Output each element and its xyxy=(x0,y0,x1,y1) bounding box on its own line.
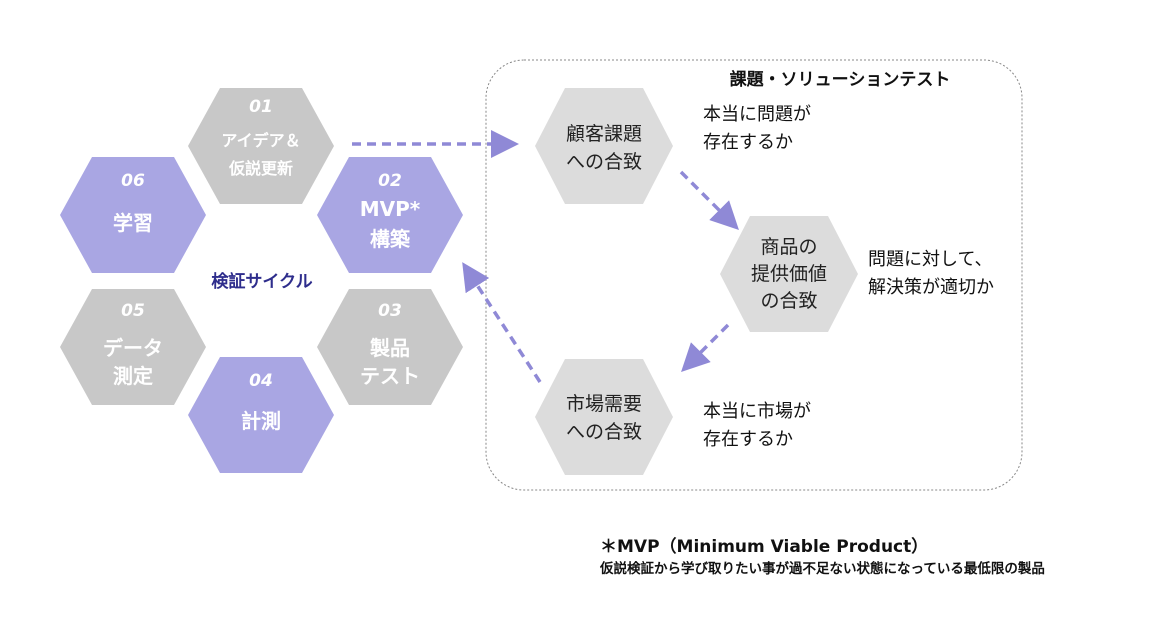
hexagon-shape xyxy=(60,289,206,405)
arrow-back-to-build xyxy=(462,262,542,383)
cycle-step-02: 02 MVP* 構築 xyxy=(317,157,463,273)
test-item-value-proposition: 商品の 提供価値 の合致 xyxy=(720,216,858,332)
test-note-line: 本当に問題が xyxy=(703,104,811,125)
hexagon-shape xyxy=(188,357,334,473)
step-label-line: 学習 xyxy=(113,211,153,235)
test-note-line: 解決策が適切か xyxy=(868,277,994,298)
test-note-line: 存在するか xyxy=(703,132,793,153)
hex-text-line: への合致 xyxy=(566,151,642,173)
footnote-title: ＊MVP（Minimum Viable Product） xyxy=(600,536,928,557)
hexagon-shape xyxy=(317,157,463,273)
test-note-line: 本当に市場が xyxy=(703,401,811,422)
step-label-line: テスト xyxy=(360,364,420,388)
step-label-line: 製品 xyxy=(370,336,410,360)
test-item-customer-problem: 顧客課題 への合致 xyxy=(535,88,673,204)
footnote-description: 仮説検証から学び取りたい事が過不足ない状態になっている最低限の製品 xyxy=(599,560,1045,577)
hexagon-shape xyxy=(317,289,463,405)
hex-text-line: への合致 xyxy=(566,421,642,443)
test-note-line: 問題に対して、 xyxy=(868,249,993,270)
test-box-title: 課題・ソリューションテスト xyxy=(730,69,951,90)
hexagon-shape xyxy=(60,157,206,273)
step-label-line: MVP* xyxy=(360,197,421,221)
hex-text-line: 市場需要 xyxy=(566,393,642,415)
step-label-line: 構築 xyxy=(370,227,411,251)
cycle-step-06: 06 学習 xyxy=(60,157,206,273)
cycle-center-label: 検証サイクル xyxy=(211,271,312,292)
step-number: 03 xyxy=(378,301,402,321)
cycle-step-03: 03 製品 テスト xyxy=(317,289,463,405)
arrow-problem-to-value xyxy=(679,170,739,230)
cycle-step-04: 04 計測 xyxy=(188,357,334,473)
hex-text-line: 商品の xyxy=(760,236,817,258)
hexagon-shape xyxy=(188,88,334,204)
test-note-line: 存在するか xyxy=(703,429,793,450)
hexagon-shape xyxy=(535,88,673,204)
hex-text-line: の合致 xyxy=(760,290,817,312)
step-label-line: 計測 xyxy=(241,409,281,433)
step-label-line: 測定 xyxy=(113,364,153,388)
step-label-line: データ xyxy=(103,336,163,360)
step-number: 05 xyxy=(121,301,145,321)
test-item-market-demand: 市場需要 への合致 xyxy=(535,359,673,475)
step-number: 02 xyxy=(378,171,402,191)
step-number: 01 xyxy=(249,97,273,117)
hexagon-shape xyxy=(535,359,673,475)
step-label-line: 仮説更新 xyxy=(228,159,293,178)
hexagon-shape xyxy=(720,216,858,332)
step-number: 04 xyxy=(249,371,273,391)
step-label-line: アイデア＆ xyxy=(221,131,300,150)
cycle-step-01: 01 アイデア＆ 仮説更新 xyxy=(188,88,334,204)
hex-text-line: 提供価値 xyxy=(751,263,827,285)
arrow-value-to-market xyxy=(681,323,730,372)
cycle-step-05: 05 データ 測定 xyxy=(60,289,206,405)
step-number: 06 xyxy=(121,171,145,191)
hex-text-line: 顧客課題 xyxy=(566,123,642,145)
